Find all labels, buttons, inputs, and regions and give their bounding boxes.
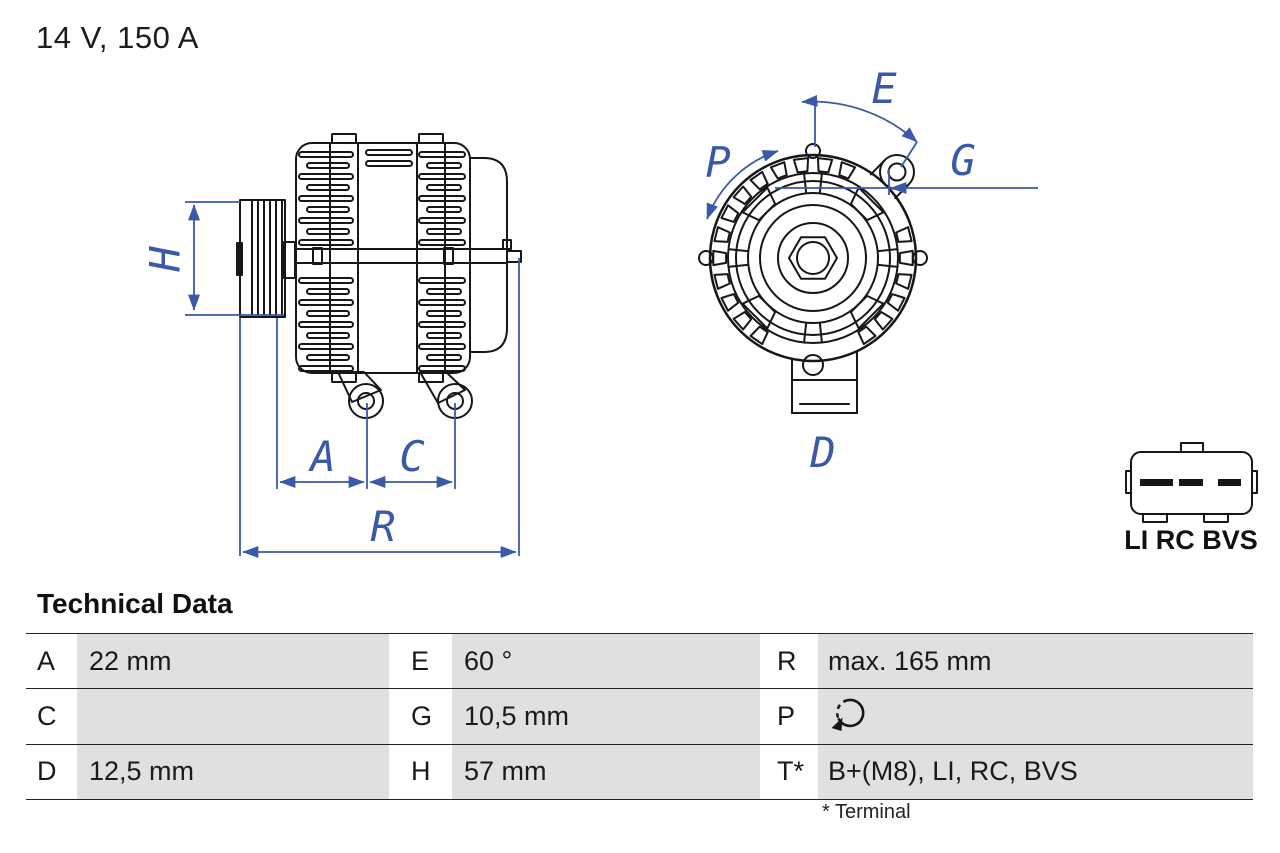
dim-value-g: 10,5 mm [452, 689, 760, 744]
table-row: D 12,5 mm H 57 mm T* B+(M8), LI, RC, BVS [26, 744, 1253, 800]
table-row: A 22 mm E 60 ° R max. 165 mm [26, 634, 1253, 690]
mounting-lug-left [337, 371, 382, 403]
dim-key-d: D [26, 744, 77, 799]
connector-label: LI RC BVS [1124, 525, 1258, 555]
inner-ring-details [728, 173, 898, 343]
dim-value-h: 57 mm [452, 744, 760, 799]
connector-pin-slot [1218, 479, 1241, 486]
connector-pin-slot [1140, 479, 1173, 486]
ear-top [805, 143, 821, 159]
rotation-direction-icon [831, 699, 865, 732]
dim-key-e: E [389, 634, 452, 689]
pulley [239, 199, 286, 318]
dim-value-p [818, 689, 1253, 744]
cooling-fins [298, 151, 466, 372]
bottom-bracket [791, 350, 858, 414]
rotation-arc-p [706, 150, 779, 220]
dim-value-r: max. 165 mm [818, 634, 1253, 689]
shaft-end [236, 242, 243, 276]
rear-cover [469, 157, 508, 353]
technical-data-table: A 22 mm E 60 ° R max. 165 mm C G 10,5 mm… [26, 633, 1253, 800]
dim-value-c [77, 689, 389, 744]
side-view: H A C R [141, 133, 522, 558]
connector-pin-slot [1179, 479, 1203, 486]
technical-data-heading: Technical Data [37, 588, 233, 619]
dim-label-h: H [141, 246, 190, 273]
dim-label-e: E [871, 64, 897, 113]
dim-value-d: 12,5 mm [77, 744, 389, 799]
rear-view: E P G D [698, 64, 1038, 477]
dim-label-a: A [307, 432, 335, 481]
side-view-dimensions [185, 201, 520, 558]
rear-outer-ring [708, 153, 918, 363]
terminal-stud [502, 239, 512, 250]
dim-label-r: R [370, 502, 395, 551]
dim-label-p: P [705, 138, 730, 187]
shaft-nut [788, 236, 838, 280]
dim-key-r: R [760, 634, 818, 689]
alternator-technical-drawing: H A C R [141, 64, 1258, 558]
dim-value-t: B+(M8), LI, RC, BVS [818, 744, 1253, 799]
dim-arc-e [801, 95, 918, 143]
rear-view-dimensions [706, 95, 1038, 220]
dim-label-g: G [950, 136, 975, 185]
dim-key-p: P [760, 689, 818, 744]
dim-value-e: 60 ° [452, 634, 760, 689]
dim-label-c: C [399, 432, 424, 481]
page-title: 14 V, 150 A [36, 20, 199, 55]
dim-key-g: G [389, 689, 452, 744]
connector-icon: LI RC BVS [1124, 442, 1258, 555]
dim-key-h: H [389, 744, 452, 799]
table-row: C G 10,5 mm P [26, 689, 1253, 745]
terminal-footnote: * Terminal [822, 801, 911, 823]
dim-key-a: A [26, 634, 77, 689]
dim-value-a: 22 mm [77, 634, 389, 689]
dim-label-d: D [809, 428, 835, 477]
dim-key-c: C [26, 689, 77, 744]
dim-key-t: T* [760, 744, 818, 799]
